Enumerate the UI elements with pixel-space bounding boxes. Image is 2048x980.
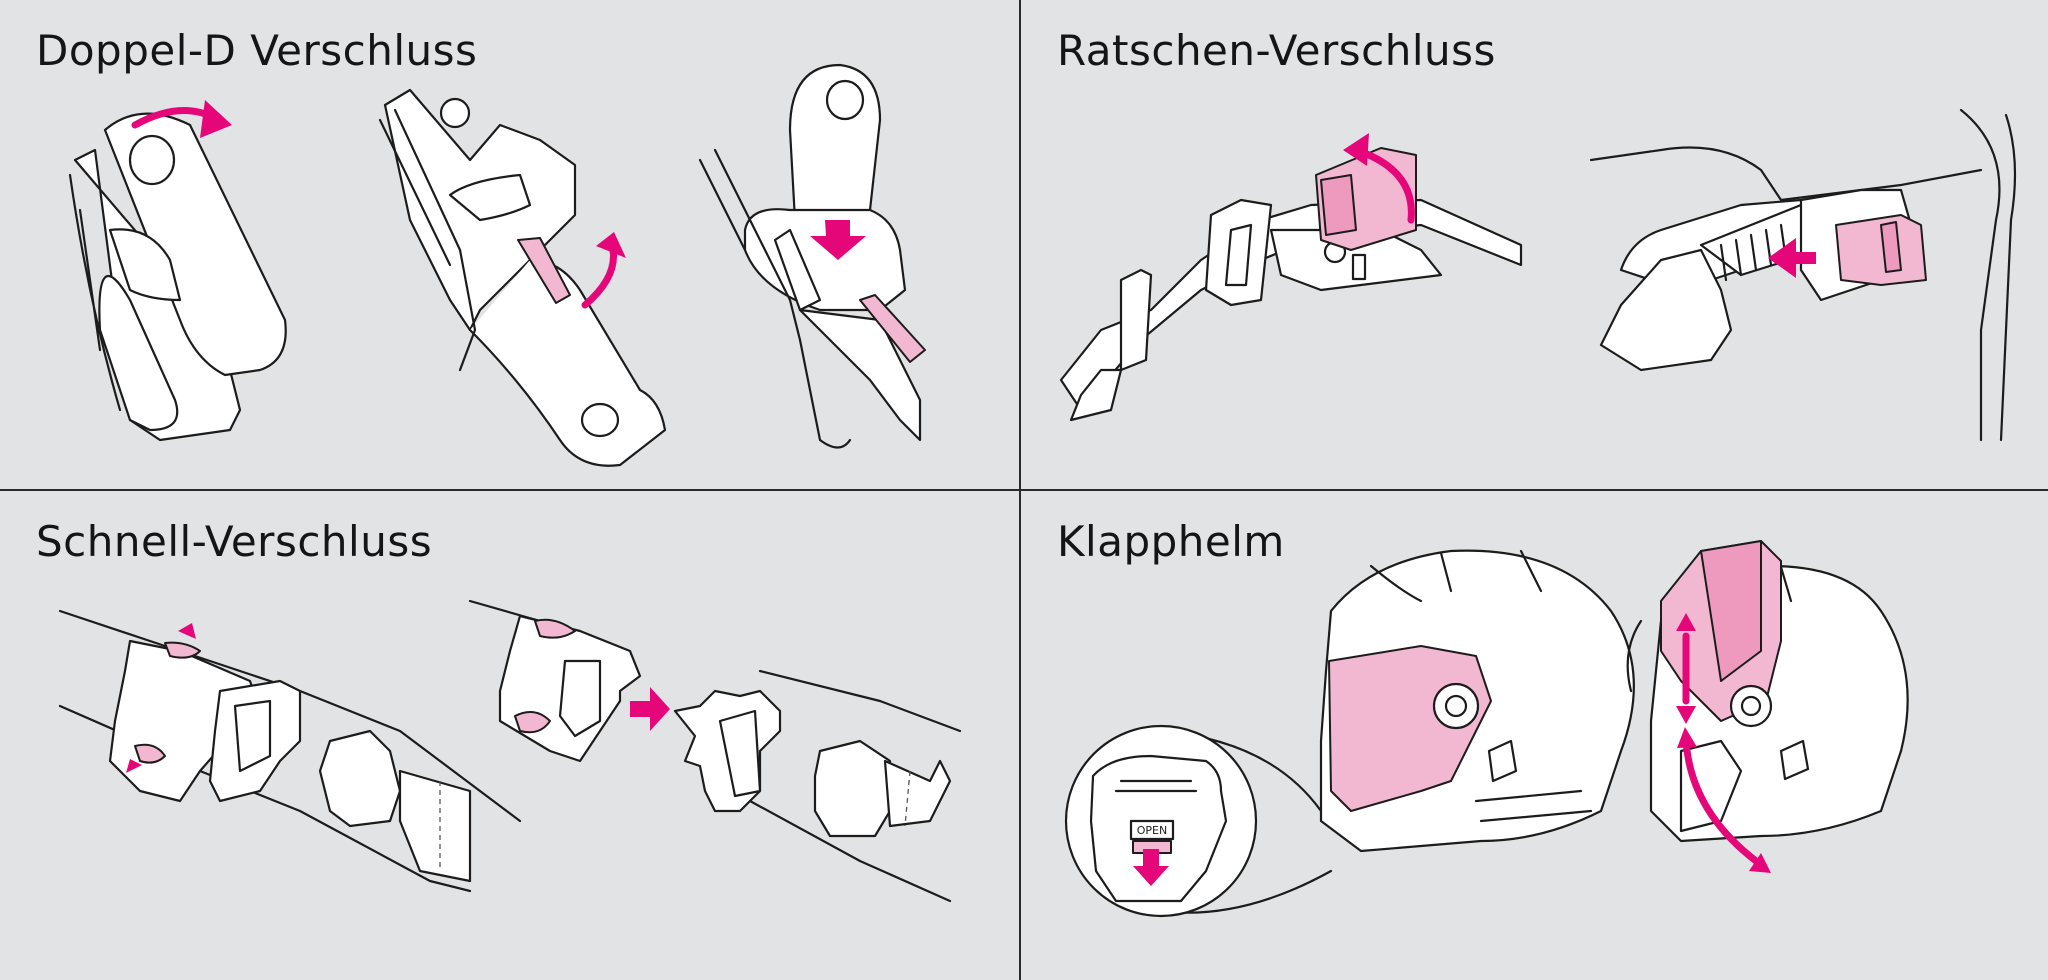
panel-title-ratchet: Ratschen-Verschluss	[1057, 26, 1496, 75]
panel-double-d-buckle: Doppel-D Verschluss	[0, 0, 1019, 489]
quick-release-step-2	[468, 599, 962, 903]
quick-release-step-1	[58, 609, 522, 893]
panel-title-double-d: Doppel-D Verschluss	[36, 26, 478, 75]
double-d-illustration	[68, 63, 926, 467]
double-d-step-2	[378, 88, 667, 467]
double-d-step-3	[698, 63, 926, 449]
panel-ratchet-buckle: Ratschen-Verschluss	[1021, 0, 2048, 489]
flip-helmet-illustration: OPEN	[1064, 540, 1909, 918]
panel-title-quick-release: Schnell-Verschluss	[36, 517, 433, 566]
quick-release-illustration	[58, 599, 962, 903]
panel-flip-up-helmet: Klapphelm OPEN	[1021, 491, 2048, 980]
helmet-open	[1626, 540, 1909, 873]
open-button-inset: OPEN	[1064, 724, 1333, 918]
panel-title-flip-up-helmet: Klapphelm	[1057, 517, 1285, 566]
ratchet-step-1	[1059, 133, 1523, 422]
open-label: OPEN	[1137, 824, 1167, 837]
helmet-closed	[1319, 549, 1635, 853]
panel-quick-release-buckle: Schnell-Verschluss	[0, 491, 1019, 980]
ratchet-illustration	[1059, 108, 2017, 442]
double-d-step-1	[68, 100, 287, 442]
ratchet-step-2	[1589, 108, 2017, 442]
horizontal-divider	[0, 489, 2048, 491]
